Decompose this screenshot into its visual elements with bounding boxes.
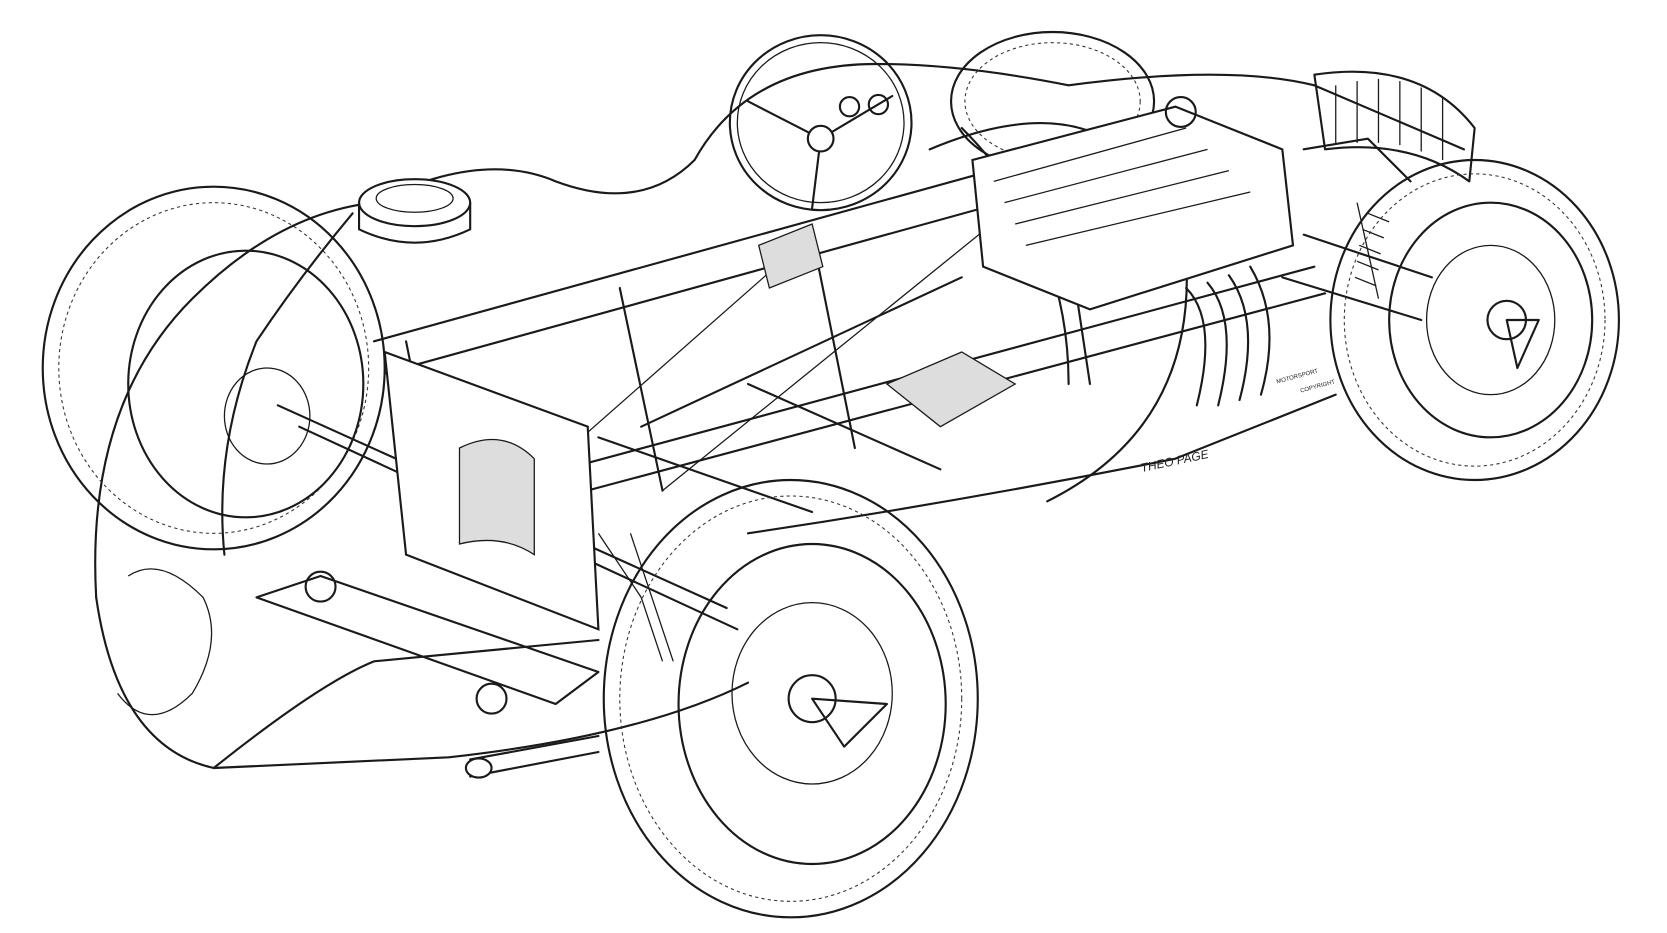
steering-wheel xyxy=(728,34,913,212)
fuel-filler-cap xyxy=(357,178,472,244)
front-left-wheel xyxy=(602,478,979,919)
body-shell xyxy=(94,62,1466,770)
engine xyxy=(971,96,1295,407)
radiator-grille xyxy=(1313,70,1476,183)
front-suspension xyxy=(1281,137,1433,322)
front-right-wheel xyxy=(1329,158,1620,482)
rear-suspension xyxy=(276,350,739,715)
exhaust-pipe xyxy=(464,734,600,779)
rear-left-wheel xyxy=(41,185,386,551)
